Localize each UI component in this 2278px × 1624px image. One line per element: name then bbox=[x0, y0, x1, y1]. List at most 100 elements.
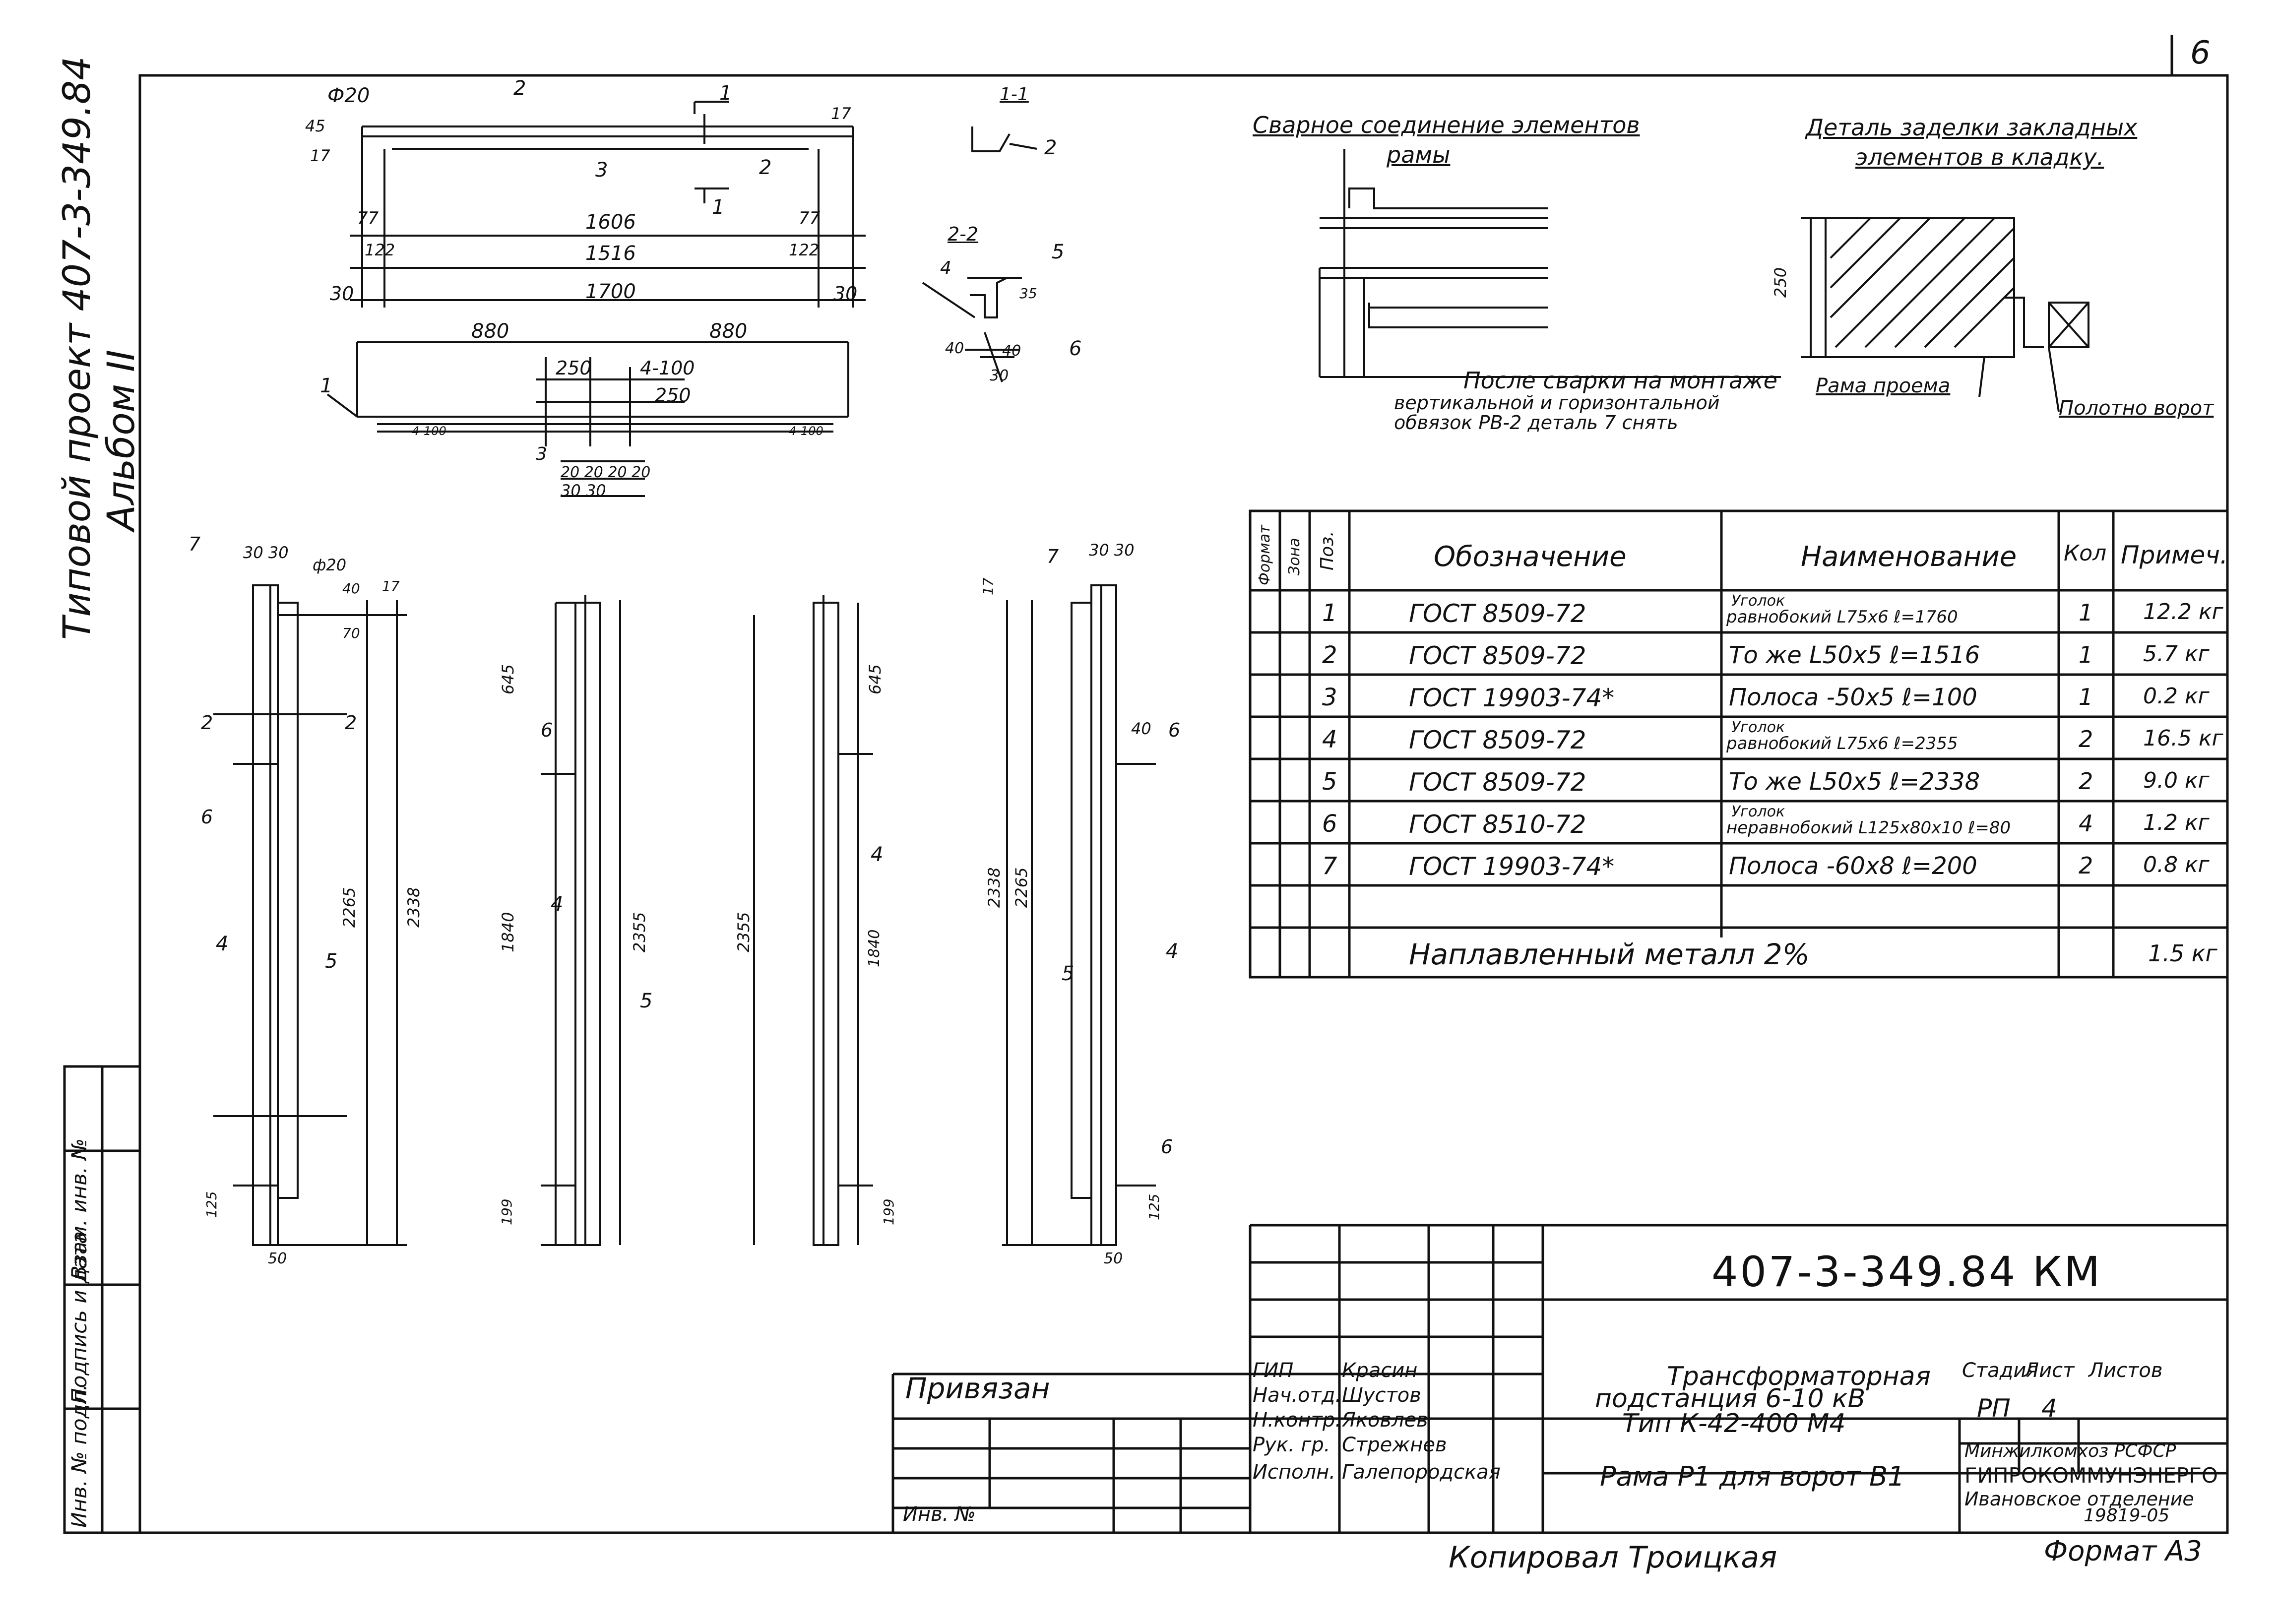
e4-7: 7 bbox=[1047, 546, 1059, 567]
spec-row-prim: 5.7 кг bbox=[2143, 641, 2210, 667]
th-prim: Примеч. bbox=[2121, 541, 2228, 569]
section-1b: 1 bbox=[712, 196, 725, 219]
section-1-1-shape bbox=[971, 126, 1011, 152]
spec-row-naim2: То же L50x5 ℓ=1516 bbox=[1729, 641, 1980, 669]
dim-880a: 880 bbox=[471, 320, 509, 343]
e1-6: 6 bbox=[201, 806, 213, 828]
e4-2338: 2338 bbox=[985, 867, 1004, 908]
spec-row-oboz: ГОСТ 19903-74* bbox=[1409, 852, 1615, 881]
e4-6b: 6 bbox=[1161, 1136, 1173, 1158]
e1-70: 70 bbox=[342, 625, 360, 641]
welded-joint-note1: После сварки на монтаже bbox=[1463, 367, 1777, 394]
th-kol: Кол bbox=[2064, 541, 2107, 566]
dim-250b: 250 bbox=[655, 384, 691, 406]
title-block-grid bbox=[891, 1224, 2227, 1533]
embed-label-gate: Полотно ворот bbox=[2059, 397, 2214, 420]
spec-row-naim2: Полоса -50x5 ℓ=100 bbox=[1729, 684, 1977, 711]
spec-row-prim: 9.0 кг bbox=[2143, 768, 2210, 793]
spec-row-naim1: Уголок bbox=[1731, 719, 1785, 736]
spec-row-naim1: Уголок bbox=[1731, 592, 1785, 610]
section-2-2-d40b: 40 bbox=[1002, 342, 1021, 360]
e1-40: 40 bbox=[342, 580, 360, 597]
e3-4: 4 bbox=[871, 843, 884, 866]
section-2-2-p4: 4 bbox=[940, 258, 951, 278]
dim-250a: 250 bbox=[556, 357, 592, 379]
object-line1: Трансформаторная bbox=[1667, 1362, 1931, 1391]
spec-row-kol: 1 bbox=[2079, 641, 2093, 668]
e3-199: 199 bbox=[881, 1198, 897, 1225]
title-role: Рук. гр. bbox=[1253, 1434, 1330, 1456]
drawing-title: Рама Р1 для ворот В1 bbox=[1600, 1461, 1905, 1492]
section-2-2-p5: 5 bbox=[1052, 241, 1065, 263]
e4-5: 5 bbox=[1062, 962, 1075, 985]
dim-phi20: Ф20 bbox=[327, 84, 370, 107]
section-2-2-title: 2-2 bbox=[948, 223, 979, 245]
dim-30-row: 30 30 bbox=[561, 481, 606, 500]
dim-1516: 1516 bbox=[585, 242, 636, 265]
title-role: ГИП bbox=[1253, 1359, 1294, 1382]
spec-row-naim2: Полоса -60x8 ℓ=200 bbox=[1729, 852, 1977, 880]
dim-20-row: 20 20 20 20 bbox=[561, 464, 651, 481]
e2-1840: 1840 bbox=[499, 912, 517, 952]
archive-number: 19819-05 bbox=[2084, 1505, 2170, 1526]
dim-4-100a: 4-100 bbox=[412, 424, 446, 438]
dim-880b: 880 bbox=[709, 320, 748, 343]
title-role: Н.контр. bbox=[1253, 1409, 1341, 1432]
spec-row-kol: 1 bbox=[2079, 684, 2093, 710]
title-name: Стрежнев bbox=[1342, 1434, 1447, 1456]
spec-footer-prim: 1.5 кг bbox=[2148, 940, 2217, 967]
dim-1700: 1700 bbox=[585, 280, 636, 303]
spec-row-prim: 1.2 кг bbox=[2143, 810, 2210, 835]
spec-row-prim: 0.8 кг bbox=[2143, 852, 2210, 877]
th-naim: Наименование bbox=[1801, 541, 2017, 573]
dim-4-100b: 4-100 bbox=[789, 424, 823, 438]
dim-1606: 1606 bbox=[585, 211, 636, 234]
e3-1840: 1840 bbox=[866, 929, 883, 967]
spec-row-prim: 0.2 кг bbox=[2143, 684, 2210, 709]
stage-header: Стадия bbox=[1962, 1359, 2038, 1382]
dim-77a: 77 bbox=[357, 208, 379, 228]
sheet-header: Лист bbox=[2024, 1359, 2075, 1382]
dim-45: 45 bbox=[305, 117, 325, 135]
org-line1: Минжилкомхоз РСФСР bbox=[1964, 1441, 2176, 1461]
e4-40: 40 bbox=[1131, 719, 1151, 738]
e4-125: 125 bbox=[1146, 1193, 1162, 1220]
spec-row-naim2: неравнобокий L125x80x10 ℓ=80 bbox=[1726, 818, 2011, 838]
e4-50: 50 bbox=[1104, 1250, 1123, 1267]
format-label: Формат А3 bbox=[2044, 1535, 2202, 1567]
elevation-4 bbox=[1002, 584, 1156, 1246]
inv-label: Инв. № bbox=[903, 1503, 976, 1526]
section-2-2-shape bbox=[970, 277, 1008, 318]
e4-4: 4 bbox=[1166, 940, 1179, 963]
e1-17: 17 bbox=[382, 578, 400, 594]
sheets-header: Листов bbox=[2088, 1359, 2163, 1382]
e1-2338: 2338 bbox=[404, 887, 423, 928]
embed-label-frame: Рама проема bbox=[1816, 375, 1951, 397]
th-oboz: Обозначение bbox=[1434, 541, 1627, 573]
th-zona: Зона bbox=[1286, 538, 1303, 575]
sheet-number: 6 bbox=[2190, 35, 2211, 71]
dim-30a: 30 bbox=[330, 283, 354, 305]
dim-17a: 17 bbox=[310, 146, 330, 165]
e2-2355: 2355 bbox=[630, 912, 649, 952]
spec-row-naim2: равнобокий L75x6 ℓ=1760 bbox=[1726, 607, 1958, 627]
spec-row-kol: 2 bbox=[2079, 852, 2093, 879]
spec-row-poz: 2 bbox=[1322, 641, 1337, 669]
elevation-1 bbox=[213, 584, 407, 1246]
spec-row-kol: 4 bbox=[2079, 810, 2093, 837]
pos-3-bottom: 3 bbox=[536, 444, 547, 464]
welded-joint-title: Сварное соединение элементов bbox=[1253, 112, 1640, 138]
e4-top: 30 30 bbox=[1089, 541, 1135, 560]
e1-phi: ф20 bbox=[313, 556, 347, 574]
title-role: Исполн. bbox=[1253, 1461, 1335, 1484]
e1-5: 5 bbox=[325, 950, 338, 973]
e2-6: 6 bbox=[541, 719, 553, 741]
spec-row-poz: 6 bbox=[1322, 810, 1337, 838]
object-line2: подстанция 6-10 кВ bbox=[1595, 1384, 1866, 1414]
welded-joint-title2: рамы bbox=[1387, 141, 1451, 168]
document-code: 407-3-349.84 КМ bbox=[1711, 1248, 2102, 1296]
pos-1: 1 bbox=[320, 375, 333, 397]
spec-footer-text: Наплавленный металл 2% bbox=[1409, 937, 1810, 971]
title-name: Галепородская bbox=[1342, 1461, 1501, 1484]
